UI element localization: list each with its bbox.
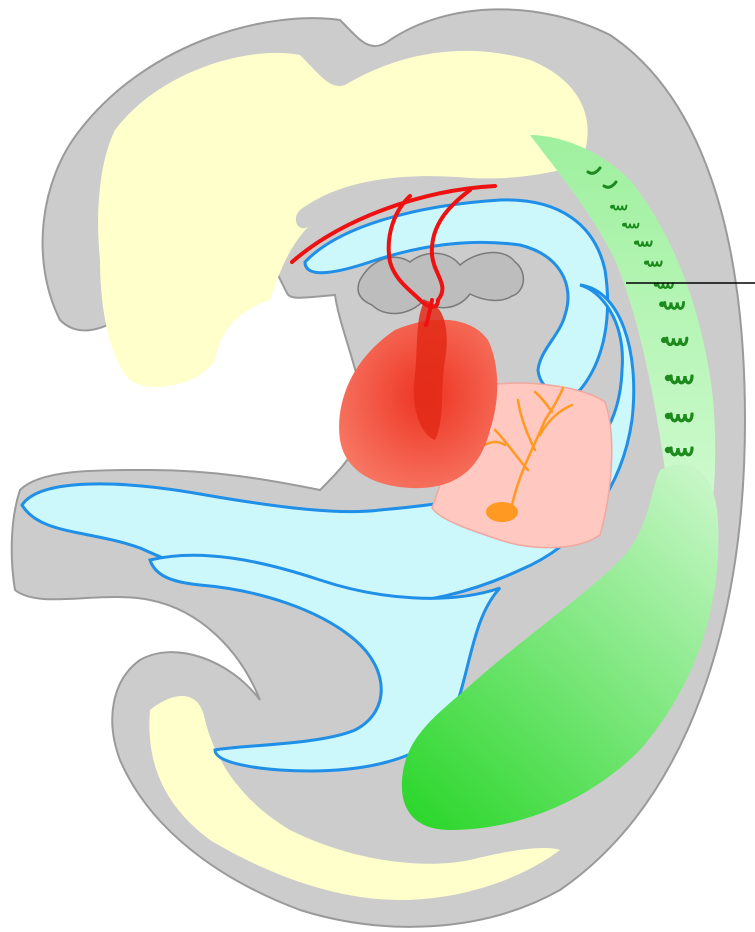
gall-bladder <box>486 502 518 522</box>
